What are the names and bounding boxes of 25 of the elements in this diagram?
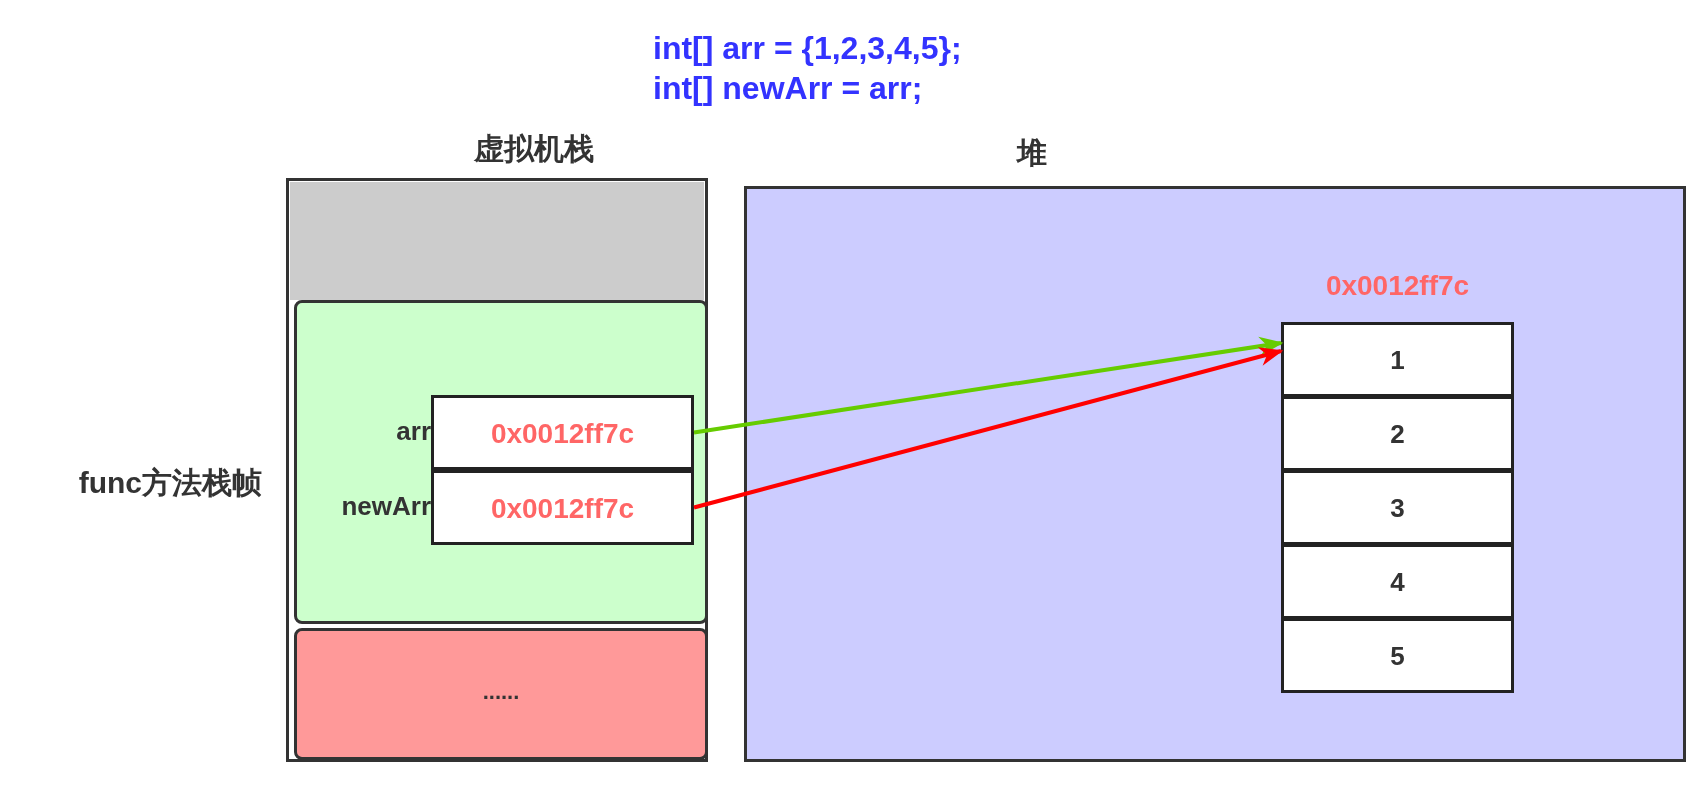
array-cell [1281,470,1514,545]
array-cell [1281,544,1514,619]
variable-name: newArr [341,491,431,522]
element-value: 1 [1389,345,1406,376]
code-line: int[] newArr = arr; [653,70,923,107]
array-address: 0x0012ff7c [1324,270,1471,302]
element-value: 4 [1389,567,1406,598]
element-value: 3 [1389,493,1406,524]
arrow [693,336,1284,435]
element-value: 5 [1389,641,1406,672]
array-cell [1281,322,1514,397]
panel-heading: 虚拟机栈 [474,131,594,167]
array-cell [1281,618,1514,693]
code-line: int[] arr = {1,2,3,4,5}; [653,30,962,67]
element-value: 2 [1389,419,1406,450]
frame-label: func方法栈帧 [78,465,262,501]
address-value: 0x0012ff7c [489,493,636,525]
arrow [693,347,1284,510]
stack-top-area [290,182,704,300]
stack-frame-box [294,628,708,760]
array-cell [1281,396,1514,471]
panel-heading: 堆 [1017,135,1047,171]
ellipsis-text: ...... [481,679,521,705]
address-value: 0x0012ff7c [489,418,636,450]
variable-name: arr [396,416,431,447]
